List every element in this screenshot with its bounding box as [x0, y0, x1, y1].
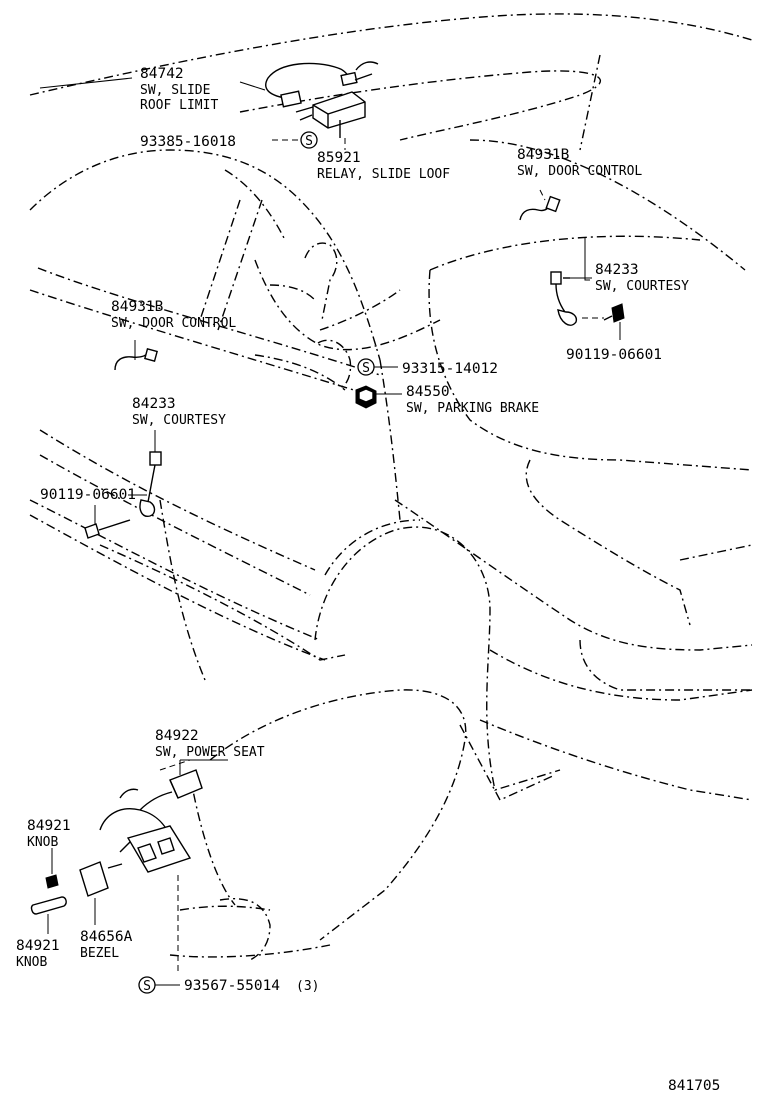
svg-text:S: S: [362, 361, 370, 376]
label-84931b-right: 84931B SW, DOOR CONTROL: [517, 147, 642, 179]
label-84550: 84550 SW, PARKING BRAKE: [406, 384, 539, 416]
svg-text:S: S: [143, 979, 151, 994]
svg-text:84233: 84233: [595, 262, 639, 278]
svg-text:SW, COURTESY: SW, COURTESY: [595, 279, 689, 294]
svg-text:SW, DOOR CONTROL: SW, DOOR CONTROL: [517, 164, 642, 179]
leader-lines: [39, 77, 621, 986]
part-relay-slide-roof: [295, 91, 366, 138]
label-84233-left: 84233 SW, COURTESY: [132, 396, 226, 428]
label-84233-right: 84233 SW, COURTESY: [595, 262, 689, 294]
label-90119-right: 90119-06601: [566, 347, 662, 363]
svg-text:84931B: 84931B: [111, 299, 164, 315]
svg-text:SW, SLIDE: SW, SLIDE: [140, 83, 210, 98]
label-84921-bottom: 84921 KNOB: [16, 938, 60, 970]
part-sw-door-control-left: [114, 348, 158, 371]
svg-text:90119-06601: 90119-06601: [566, 347, 662, 363]
svg-text:84233: 84233: [132, 396, 176, 412]
part-sw-door-control-right: [519, 195, 561, 221]
part-sw-parking-brake: [355, 385, 377, 409]
svg-text:S: S: [305, 134, 313, 149]
part-bolt-left: [84, 519, 131, 539]
svg-text:KNOB: KNOB: [16, 955, 47, 970]
part-sw-courtesy-right: [550, 271, 578, 326]
part-sw-power-seat: [99, 769, 203, 873]
svg-text:84742: 84742: [140, 66, 184, 82]
svg-text:84656A: 84656A: [80, 929, 133, 945]
fastener-marker-93315: S: [357, 358, 375, 376]
label-93385-16018: 93385-16018: [140, 134, 236, 150]
part-sw-courtesy-left: [139, 451, 162, 517]
part-knob-top: [45, 874, 59, 889]
svg-text:93315-14012: 93315-14012: [402, 361, 498, 377]
svg-text:(3): (3): [296, 979, 319, 994]
svg-text:SW, COURTESY: SW, COURTESY: [132, 413, 226, 428]
part-sw-slide-roof-limit: [265, 61, 379, 108]
part-bezel: [79, 861, 123, 897]
label-93315-14012: 93315-14012: [402, 361, 498, 377]
diagram-id: 841705: [668, 1078, 720, 1094]
svg-text:RELAY, SLIDE LOOF: RELAY, SLIDE LOOF: [317, 167, 450, 182]
svg-text:SW, PARKING BRAKE: SW, PARKING BRAKE: [406, 401, 539, 416]
svg-text:BEZEL: BEZEL: [80, 946, 119, 961]
svg-text:84922: 84922: [155, 728, 199, 744]
label-84742: 84742 SW, SLIDE ROOF LIMIT: [140, 66, 218, 113]
svg-text:KNOB: KNOB: [27, 835, 58, 850]
svg-text:84921: 84921: [27, 818, 71, 834]
label-93567-55014: 93567-55014 (3): [184, 978, 319, 994]
svg-text:90119-06601: 90119-06601: [40, 487, 136, 503]
svg-text:84550: 84550: [406, 384, 450, 400]
svg-text:93385-16018: 93385-16018: [140, 134, 236, 150]
svg-text:SW, POWER SEAT: SW, POWER SEAT: [155, 745, 265, 760]
svg-text:84931B: 84931B: [517, 147, 570, 163]
fastener-marker-93567: S: [138, 976, 156, 994]
svg-text:SW, DOOR CONTROL: SW, DOOR CONTROL: [111, 316, 236, 331]
svg-text:85921: 85921: [317, 150, 361, 166]
label-84921-top: 84921 KNOB: [27, 818, 71, 850]
svg-text:93567-55014: 93567-55014: [184, 978, 280, 994]
fastener-marker-93385: S: [300, 131, 318, 149]
car-body-outline: [29, 13, 753, 961]
svg-text:841705: 841705: [668, 1078, 720, 1094]
label-90119-left: 90119-06601: [40, 487, 136, 503]
svg-text:84921: 84921: [16, 938, 60, 954]
part-knob-bottom: [30, 896, 67, 915]
part-bolt-right: [603, 303, 625, 323]
label-84656a: 84656A BEZEL: [80, 929, 133, 961]
label-84931b-left: 84931B SW, DOOR CONTROL: [111, 299, 236, 331]
svg-text:ROOF LIMIT: ROOF LIMIT: [140, 98, 218, 113]
label-85921: 85921 RELAY, SLIDE LOOF: [317, 150, 450, 182]
label-84922: 84922 SW, POWER SEAT: [155, 728, 265, 760]
